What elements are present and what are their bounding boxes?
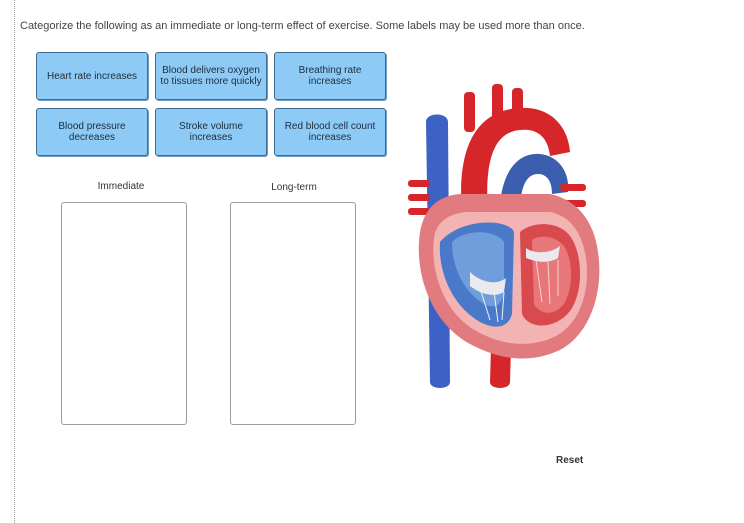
long-term-column-title: Long-term (271, 182, 317, 193)
reset-button[interactable]: Reset (556, 455, 584, 466)
label-blood-delivers-oxygen[interactable]: Blood delivers oxygen to tissues more qu… (155, 52, 267, 100)
label-breathing-rate-increases[interactable]: Breathing rate increases (274, 52, 386, 100)
label-stroke-volume-increases[interactable]: Stroke volume increases (155, 108, 267, 156)
label-bank: Heart rate increases Blood delivers oxyg… (36, 52, 390, 158)
immediate-drop-zone[interactable] (61, 202, 187, 425)
instruction-text: Categorize the following as an immediate… (20, 20, 585, 32)
long-term-drop-zone[interactable] (230, 202, 356, 425)
label-blood-pressure-decreases[interactable]: Blood pressure decreases (36, 108, 148, 156)
label-heart-rate-increases[interactable]: Heart rate increases (36, 52, 148, 100)
left-dotted-rule (14, 0, 15, 523)
heart-anatomy-image (408, 84, 600, 388)
immediate-column-title: Immediate (97, 181, 145, 192)
label-red-blood-cell-count-increases[interactable]: Red blood cell count increases (274, 108, 386, 156)
